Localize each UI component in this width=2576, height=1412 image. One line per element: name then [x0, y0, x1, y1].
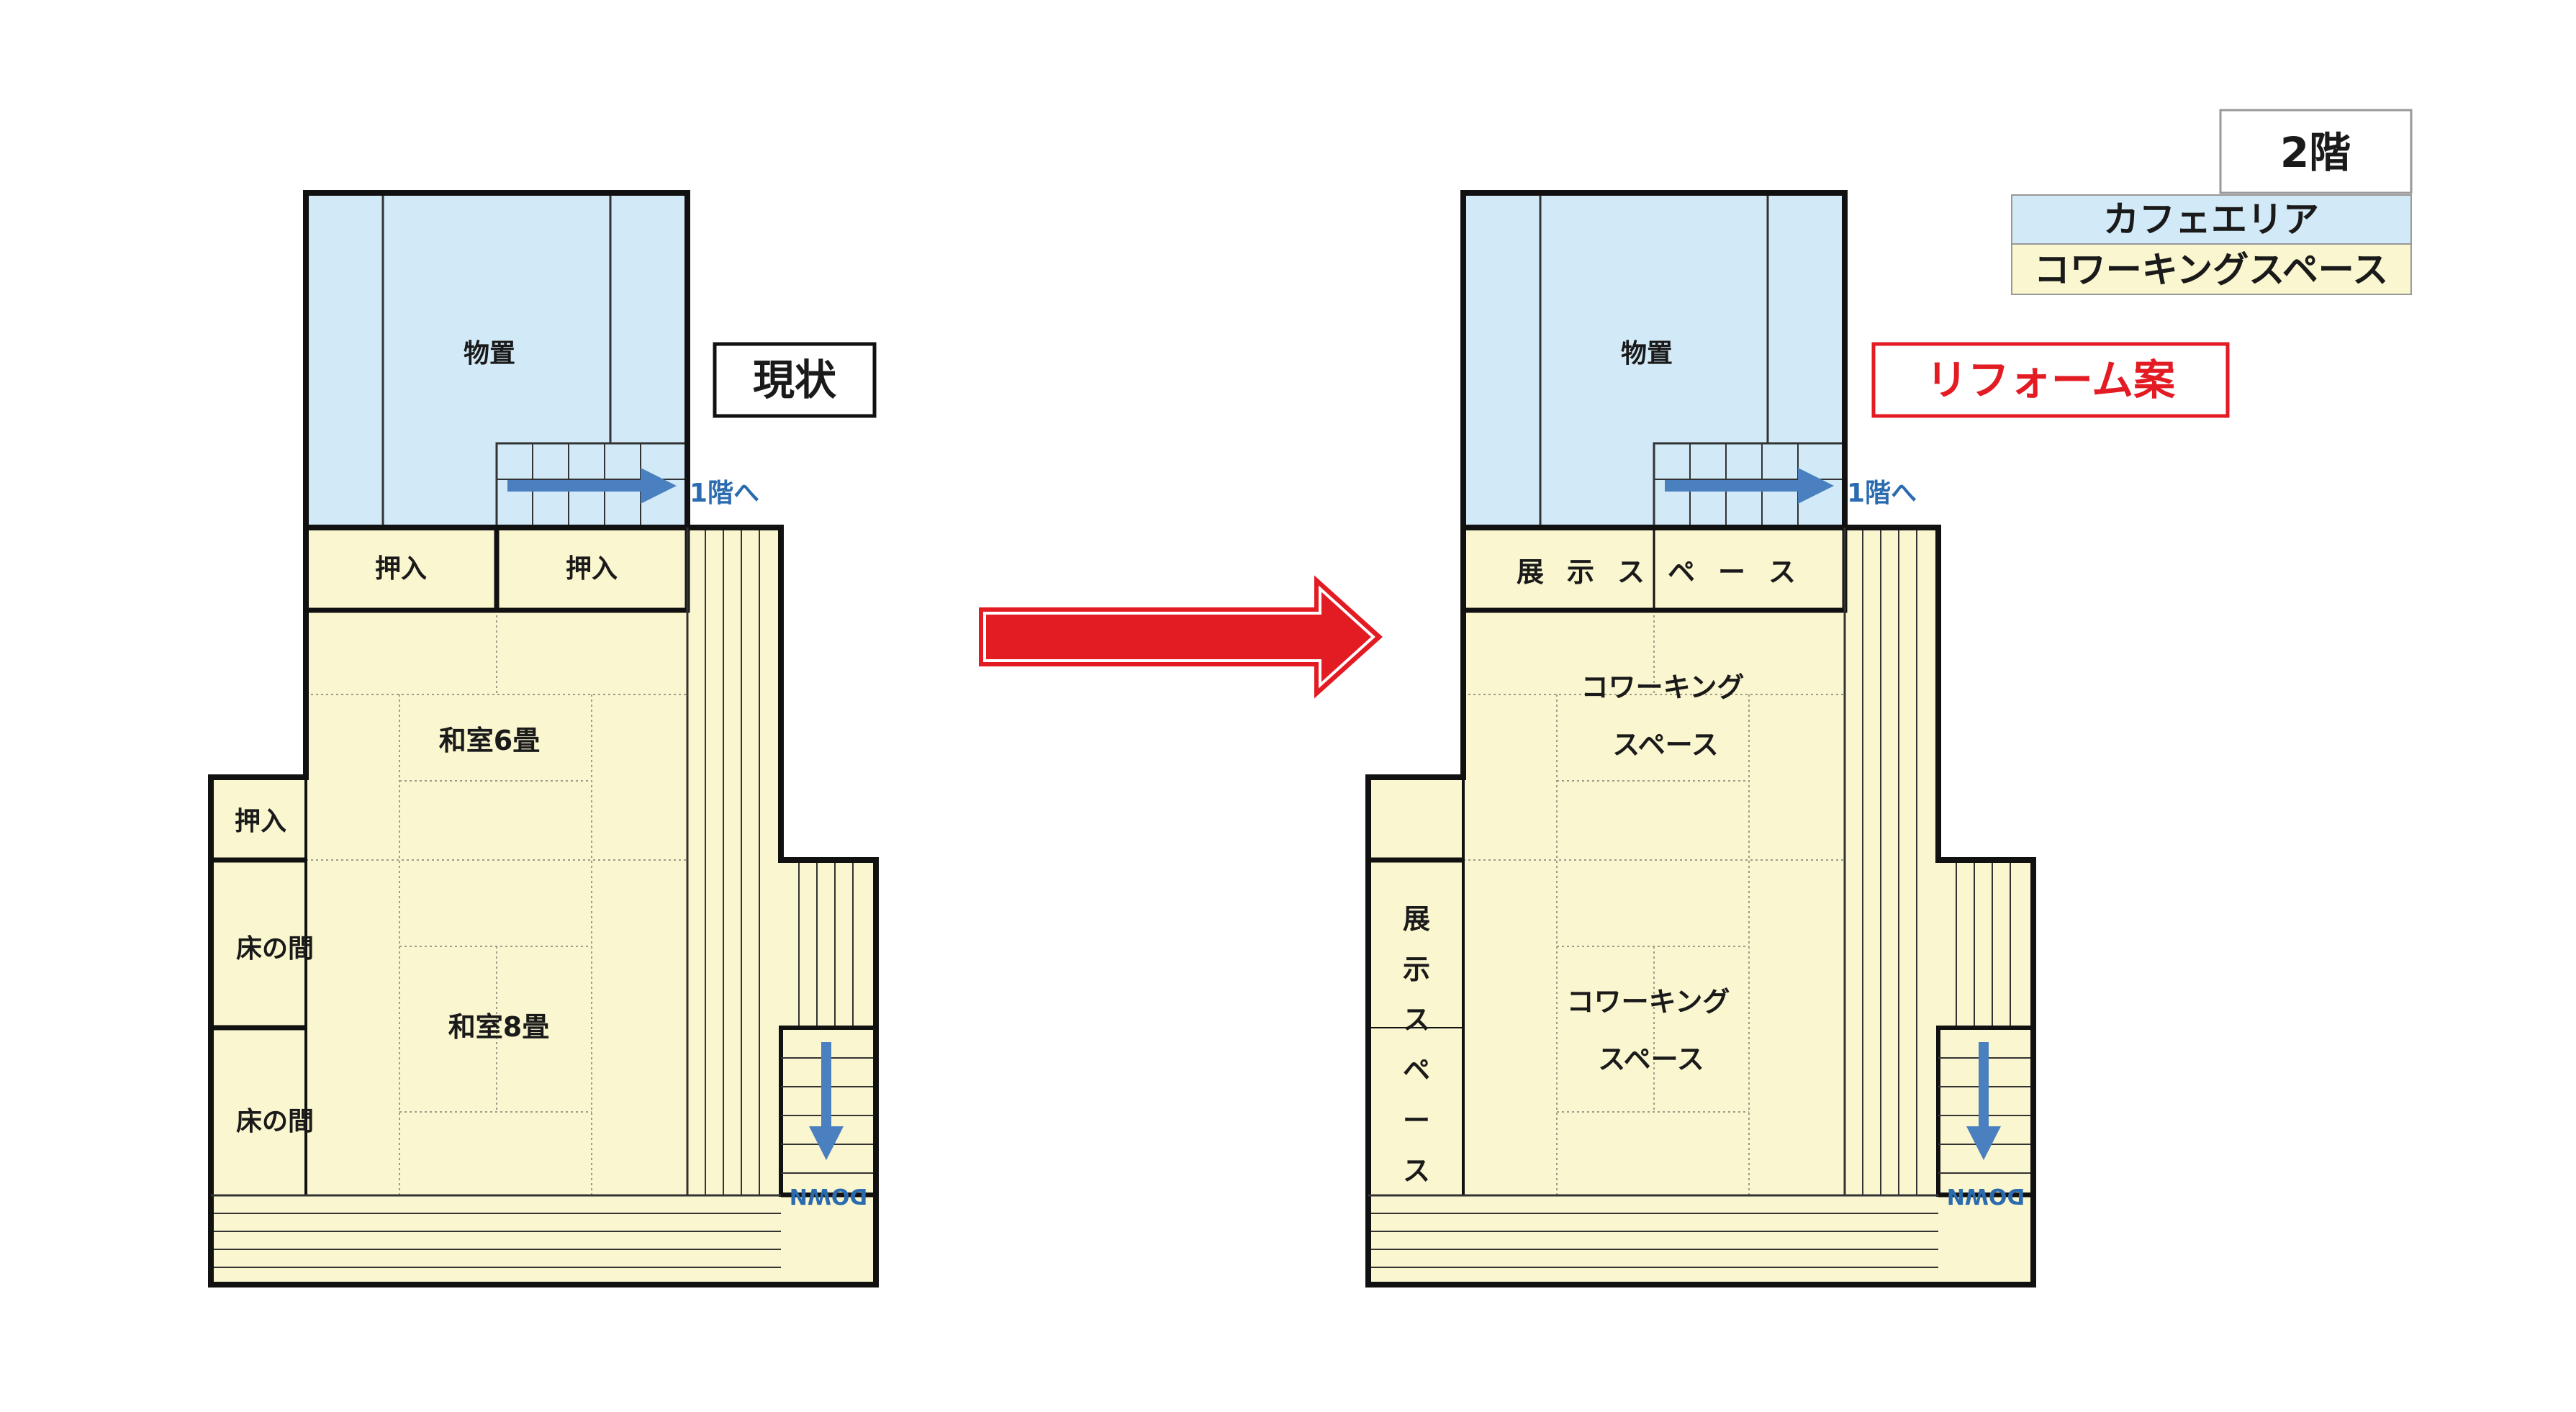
legend-label-cowork: コワーキングスペース [2034, 249, 2389, 291]
right-corridor-area [687, 528, 781, 1195]
legend-swatch-cowork [2011, 243, 2412, 295]
reform-title: リフォーム案 [1926, 356, 2176, 404]
cowork-b-line-1: コワーキング [1567, 986, 1730, 1018]
room-label-storage: 物置 [464, 339, 515, 368]
cowork-a-line-2: スペース [1612, 729, 1718, 761]
exhibit-left-char-5: ー [1403, 1105, 1430, 1136]
exhibit-left-char-6: ス [1403, 1155, 1430, 1187]
exhibit-top-char-3: ス [1617, 556, 1645, 588]
cowork-b-line-2: スペース [1598, 1044, 1704, 1075]
exhibit-top-char-4: ペ [1668, 556, 1695, 588]
legend-floor: 2階 [2280, 128, 2351, 177]
legend-floor-box [2219, 109, 2413, 194]
room-label-closet-left: 押入 [235, 807, 286, 836]
exhibit-top-char-5: ー [1718, 556, 1745, 588]
exhibit-top-char-2: 示 [1567, 556, 1594, 588]
current-title-box [713, 342, 877, 418]
cowork-a-line-1: コワーキング [1581, 671, 1745, 703]
reform-title-box [1871, 342, 2230, 418]
exhibit-left-char-2: 示 [1403, 954, 1430, 985]
current-title: 現状 [753, 356, 837, 404]
legend-swatch-cafe [2011, 194, 2412, 245]
legend-label-cafe: カフェエリア [2103, 199, 2319, 240]
room-label-closet-b: 押入 [566, 554, 618, 584]
exhibit-left-char-3: ス [1403, 1004, 1430, 1036]
reform-room-label-storage: 物置 [1621, 339, 1673, 368]
reform-main-area [1463, 528, 1938, 1195]
current-floor-plan: 物置 押入 押入 押入 和室6畳 和室8畳 床の間 床の間 1階へ DOWN 現… [208, 190, 879, 1287]
bottom-corridor-area [211, 1195, 781, 1285]
room-label-closet-a: 押入 [375, 554, 427, 584]
room-label-tokonoma-a: 床の間 [236, 934, 314, 964]
reform-stair-down-label: DOWN [1947, 1183, 2025, 1208]
room-label-washitsu6: 和室6畳 [439, 725, 540, 756]
exhibit-left-char-1: 展 [1403, 903, 1430, 935]
exhibit-top-char-6: ス [1768, 556, 1796, 588]
exhibit-left-char-4: ペ [1403, 1054, 1430, 1086]
transition-arrow [979, 575, 1383, 699]
stair-up-label: 1階へ [690, 479, 759, 508]
room-label-tokonoma-b: 床の間 [236, 1107, 314, 1136]
reform-floor-plan: 物置 展 示 ス ペ ー ス 展 示 ス ペ ー ス コワーキング スペース コ… [1365, 190, 2036, 1287]
exhibit-top-char-1: 展 [1517, 556, 1544, 588]
room-label-washitsu8: 和室8畳 [448, 1011, 549, 1043]
reform-stair-up-label: 1階へ [1847, 479, 1917, 508]
stair-down-label: DOWN [790, 1183, 868, 1208]
legend: 2階 カフェエリア コワーキングスペース [2011, 109, 2413, 295]
